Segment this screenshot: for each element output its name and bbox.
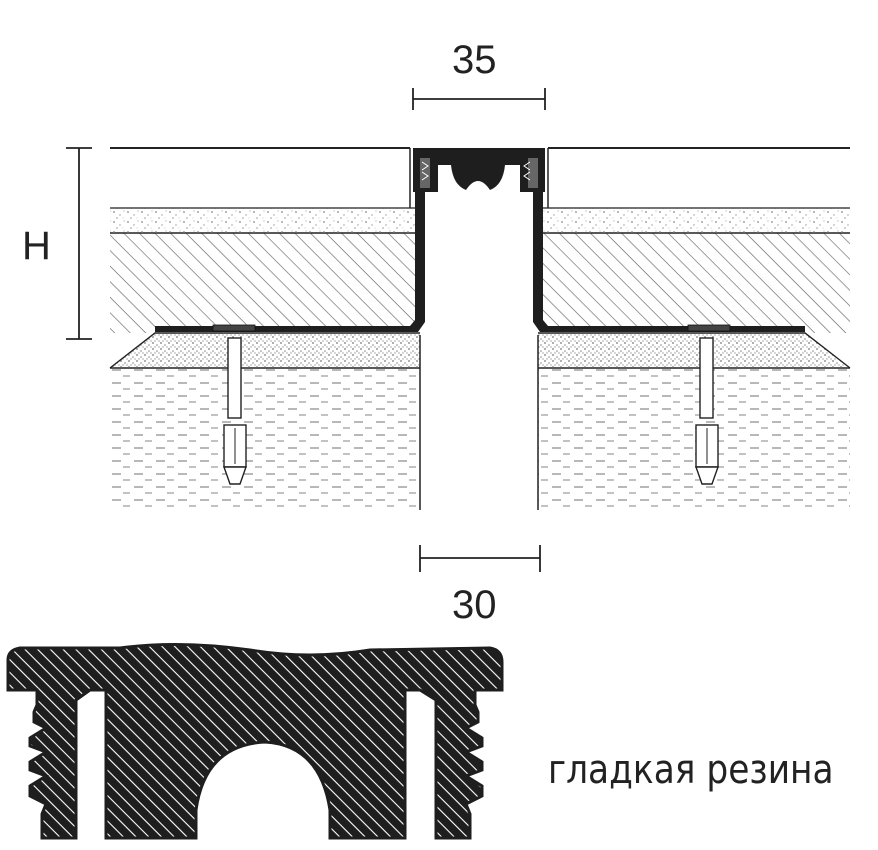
left-screed-layer bbox=[110, 207, 415, 233]
right-anchor bbox=[695, 337, 719, 485]
left-profile-leg bbox=[155, 150, 425, 332]
left-tile-layer bbox=[110, 147, 411, 208]
dimension-height-label: H bbox=[22, 224, 51, 268]
right-hatched-layer bbox=[543, 232, 850, 333]
right-profile-leg bbox=[533, 150, 805, 332]
joint-gap bbox=[419, 335, 539, 510]
dimension-top-label: 35 bbox=[452, 38, 497, 82]
rubber-type-caption: гладкая резина bbox=[548, 747, 834, 793]
right-mortar-bed bbox=[538, 332, 851, 369]
dimension-height bbox=[66, 147, 92, 340]
dimension-top bbox=[412, 88, 546, 110]
right-tile-layer bbox=[547, 147, 850, 208]
right-screed-layer bbox=[543, 207, 850, 233]
left-mortar-bed bbox=[109, 332, 420, 369]
dimension-bottom-label: 30 bbox=[452, 583, 497, 627]
right-substrate bbox=[538, 367, 850, 510]
dimension-bottom bbox=[419, 545, 541, 572]
rubber-insert-top bbox=[413, 148, 545, 192]
left-anchor bbox=[223, 337, 247, 485]
left-substrate bbox=[110, 367, 420, 510]
left-hatched-layer bbox=[110, 232, 415, 333]
rubber-profile-detail bbox=[6, 642, 504, 840]
